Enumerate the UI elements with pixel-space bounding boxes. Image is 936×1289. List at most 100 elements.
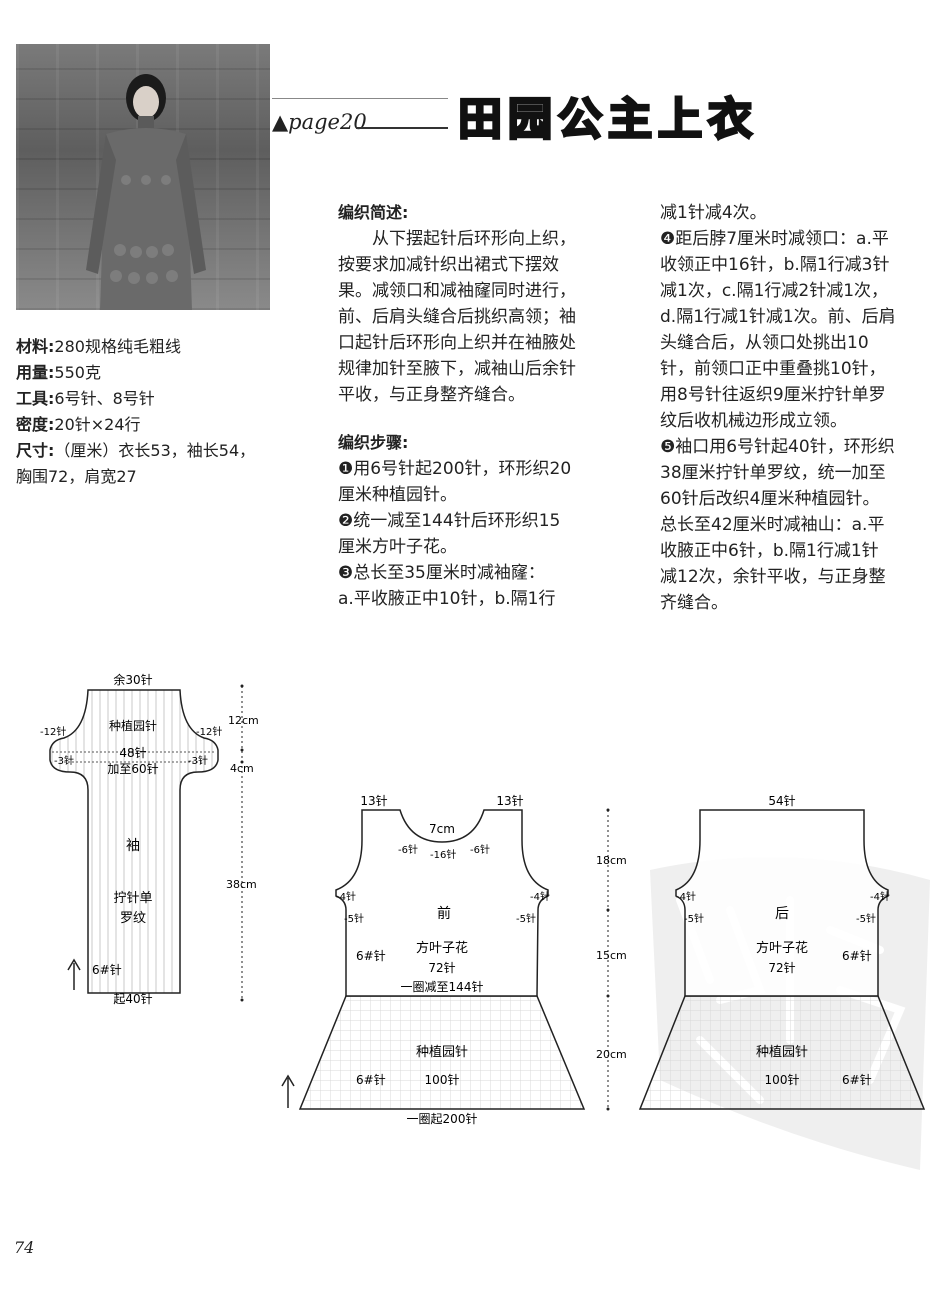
back-arm-left1: -4针 xyxy=(676,890,696,903)
summary-line: 口起针后环形向上织并在袖腋处 xyxy=(338,333,576,353)
sleeve-count: 48针 xyxy=(119,745,146,760)
step-line: 用8号针往返织9厘米拧针单罗 xyxy=(660,385,886,405)
schematic-diagrams: 余30针 种植园针 -12针 -12针 -3针 -3针 48针 加至60针 袖 … xyxy=(40,672,926,1126)
front-shoulder-left: 13针 xyxy=(360,793,387,808)
sleeve-top-label: 余30针 xyxy=(113,672,152,687)
pattern-title: 田园公主上衣 xyxy=(457,92,820,152)
header-rule xyxy=(272,98,448,99)
step-line: 针，前领口正中重叠挑10针， xyxy=(660,359,886,379)
summary-heading: 编织简述: xyxy=(338,203,409,222)
front-arm-right2: -5针 xyxy=(516,912,536,925)
front-cast-on: 一圈起200针 xyxy=(407,1111,478,1126)
sleeve-name: 袖 xyxy=(126,838,140,854)
back-name: 后 xyxy=(775,906,789,922)
front-dec-note: 一圈减至144针 xyxy=(401,979,484,994)
sleeve-diagram: 余30针 种植园针 -12针 -12针 -3针 -3针 48针 加至60针 袖 … xyxy=(40,672,259,1006)
step-line: 齐缝合。 xyxy=(660,593,728,613)
front-arm-left2: -5针 xyxy=(344,912,364,925)
step-line: d.隔1行减1针减1次。前、后肩 xyxy=(660,307,896,327)
sleeve-left-dec: -12针 xyxy=(40,725,66,738)
front-count2: 100针 xyxy=(425,1072,460,1087)
sleeve-right-dec2: -3针 xyxy=(188,754,208,767)
step-line: 60针后改织4厘米种植园针。 xyxy=(660,489,880,509)
step-line: 收领正中16针，b.隔1行减3针 xyxy=(660,255,890,275)
step-line: 减1针减4次。 xyxy=(660,203,767,223)
step-line: 头缝合后，从领口处挑出10 xyxy=(660,333,869,353)
spec-size-cont: 胸围72，肩宽27 xyxy=(16,467,137,486)
sleeve-dim2: 4cm xyxy=(230,762,254,775)
summary-line: 从下摆起针后环形向上织， xyxy=(338,229,576,249)
back-count2: 100针 xyxy=(765,1072,800,1087)
step-line: a.平收腋正中10针，b.隔1行 xyxy=(338,589,556,609)
step-line: ❷统一减至144针后环形织15 xyxy=(338,511,561,531)
front-count1: 72针 xyxy=(428,960,455,975)
model-figure xyxy=(86,74,206,310)
front-dim1: 18cm xyxy=(596,854,627,867)
summary-line: 果。减领口和减袖窿同时进行， xyxy=(338,281,576,301)
steps-heading: 编织步骤: xyxy=(338,433,409,452)
step-line: ❶用6号针起200针，环形织20 xyxy=(338,459,572,479)
sleeve-needle: 6#针 xyxy=(92,962,122,977)
summary-line: 按要求加减针织出裙式下摆效 xyxy=(338,255,559,275)
sleeve-dim1: 12cm xyxy=(228,714,259,727)
spec-list: 材料:280规格纯毛粗线 用量:550克 工具:6号针、8号针 密度:20针×2… xyxy=(16,334,255,490)
sleeve-pattern1: 种植园针 xyxy=(109,718,157,733)
summary-line: 规律加针至腋下，减袖山后余针 xyxy=(338,359,576,379)
spec-amount: 用量:550克 xyxy=(16,363,101,382)
sleeve-dim3: 38cm xyxy=(226,878,257,891)
spec-gauge: 密度:20针×24行 xyxy=(16,415,141,434)
step-line: 纹后收机械边形成立领。 xyxy=(660,411,847,431)
front-dim3: 20cm xyxy=(596,1048,627,1061)
back-needle-upper: 6#针 xyxy=(842,948,872,963)
back-count1: 72针 xyxy=(768,960,795,975)
front-dim2: 15cm xyxy=(596,949,627,962)
front-neck-depth: 7cm xyxy=(429,822,455,836)
page-reference: ▲page20 xyxy=(272,110,367,134)
front-pattern1: 方叶子花 xyxy=(416,940,468,956)
sleeve-pattern2a: 拧针单 xyxy=(113,891,152,906)
front-name: 前 xyxy=(437,905,451,922)
step-line: ❸总长至35厘米时减袖窿： xyxy=(338,563,545,583)
back-pattern1: 方叶子花 xyxy=(756,940,808,956)
page-reference-underline xyxy=(356,127,448,129)
step-line: ❹距后脖7厘米时减领口：a.平 xyxy=(660,229,889,249)
front-neck-right: -6针 xyxy=(470,843,490,856)
front-diagram: 13针 13针 7cm -6针 -16针 -6针 -4针 -5针 -4针 -5针… xyxy=(281,793,627,1126)
back-top: 54针 xyxy=(768,793,795,808)
step-line: 38厘米拧针单罗纹，统一加至 xyxy=(660,463,886,483)
front-neck-center: -16针 xyxy=(430,848,456,861)
back-needle-lower: 6#针 xyxy=(842,1072,872,1087)
spec-material: 材料:280规格纯毛粗线 xyxy=(16,337,181,356)
sleeve-cast-on: 起40针 xyxy=(113,991,152,1006)
instructions-column-1: 编织简述: 从下摆起针后环形向上织， 按要求加减针织出裙式下摆效 果。减领口和减… xyxy=(338,200,638,612)
back-arm-right1: -4针 xyxy=(870,890,890,903)
step-line: 减12次，余针平收，与正身整 xyxy=(660,567,886,587)
sleeve-left-dec2: -3针 xyxy=(54,754,74,767)
front-arm-left1: -4针 xyxy=(336,890,356,903)
back-arm-right2: -5针 xyxy=(856,912,876,925)
front-needle-lower: 6#针 xyxy=(356,1072,386,1087)
step-line: 厘米方叶子花。 xyxy=(338,537,457,557)
front-needle-upper: 6#针 xyxy=(356,948,386,963)
summary-line: 平收，与正身整齐缝合。 xyxy=(338,385,525,405)
step-line: 厘米种植园针。 xyxy=(338,485,457,505)
step-line: 减1次，c.隔1行减2针减1次， xyxy=(660,281,889,301)
pattern-title-text: 田园公主上衣 xyxy=(457,93,758,147)
front-shoulder-right: 13针 xyxy=(496,793,523,808)
front-arm-right1: -4针 xyxy=(530,890,550,903)
back-pattern2: 种植园针 xyxy=(756,1045,808,1060)
instructions-column-2: 减1针减4次。 ❹距后脖7厘米时减领口：a.平 收领正中16针，b.隔1行减3针… xyxy=(660,200,936,616)
summary-line: 前、后肩头缝合后挑织高领；袖 xyxy=(338,307,576,327)
sleeve-pattern2b: 罗纹 xyxy=(120,911,146,926)
back-arm-left2: -5针 xyxy=(684,912,704,925)
sleeve-right-dec: -12针 xyxy=(196,725,222,738)
step-line: ❺袖口用6号针起40针，环形织 xyxy=(660,437,895,457)
step-line: 总长至42厘米时减袖山：a.平 xyxy=(660,515,885,535)
front-pattern2: 种植园针 xyxy=(416,1045,468,1060)
model-photo xyxy=(16,44,270,310)
step-line: 收腋正中6针，b.隔1行减1针 xyxy=(660,541,879,561)
back-diagram: 54针 -4针 -5针 -4针 -5针 后 方叶子花 72针 6#针 种植园针 … xyxy=(638,793,926,1110)
spec-size: 尺寸:（厘米）衣长53，袖长54， xyxy=(16,441,256,460)
page-number: 74 xyxy=(14,1238,35,1257)
spec-tools: 工具:6号针、8号针 xyxy=(16,389,155,408)
